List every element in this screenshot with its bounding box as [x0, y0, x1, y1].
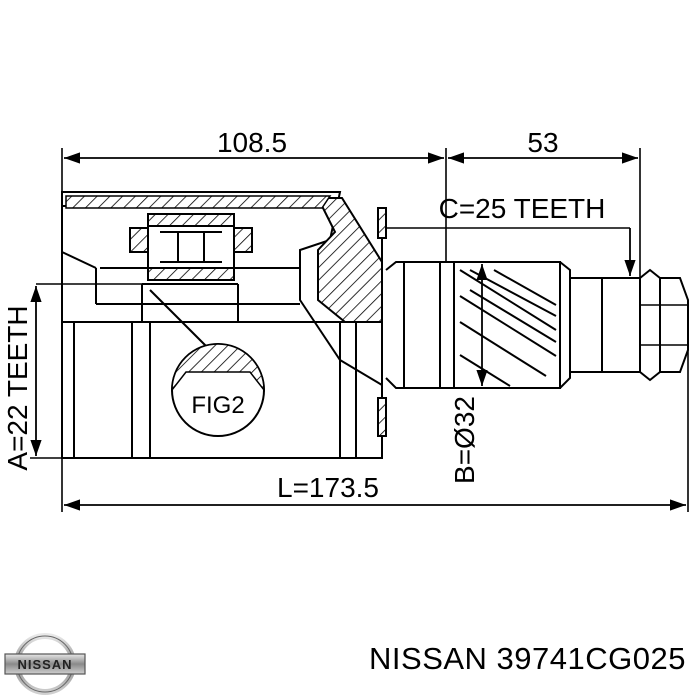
output-shaft: [385, 261, 689, 389]
fig2-label: FIG2: [191, 392, 244, 419]
dim-shaft-length: 53: [527, 127, 558, 158]
fig-leader: [149, 289, 211, 351]
housing-wall-hatch: [316, 197, 383, 323]
fig2-callout: FIG2: [171, 343, 265, 437]
dim-housing-length: 108.5: [217, 127, 287, 158]
part-number-caption: NISSAN 39741CG025: [369, 641, 686, 676]
helical-spline: [459, 269, 557, 387]
dim-spline-inner: A=22 TEETH: [2, 305, 33, 470]
extension-lines: [30, 148, 689, 512]
logo-brand-text: NISSAN: [17, 657, 72, 672]
nissan-logo: NISSAN: [4, 633, 86, 695]
cv-joint-drawing: FIG2: [2, 127, 689, 512]
dim-total-length: L=173.5: [277, 472, 379, 503]
housing-top-hatch: [65, 195, 332, 209]
dim-spline-outer: C=25 TEETH: [439, 193, 606, 224]
inner-roller: [61, 213, 300, 322]
dim-seal-diameter: B=Ø32: [449, 396, 480, 484]
boot-ring: [377, 207, 387, 437]
